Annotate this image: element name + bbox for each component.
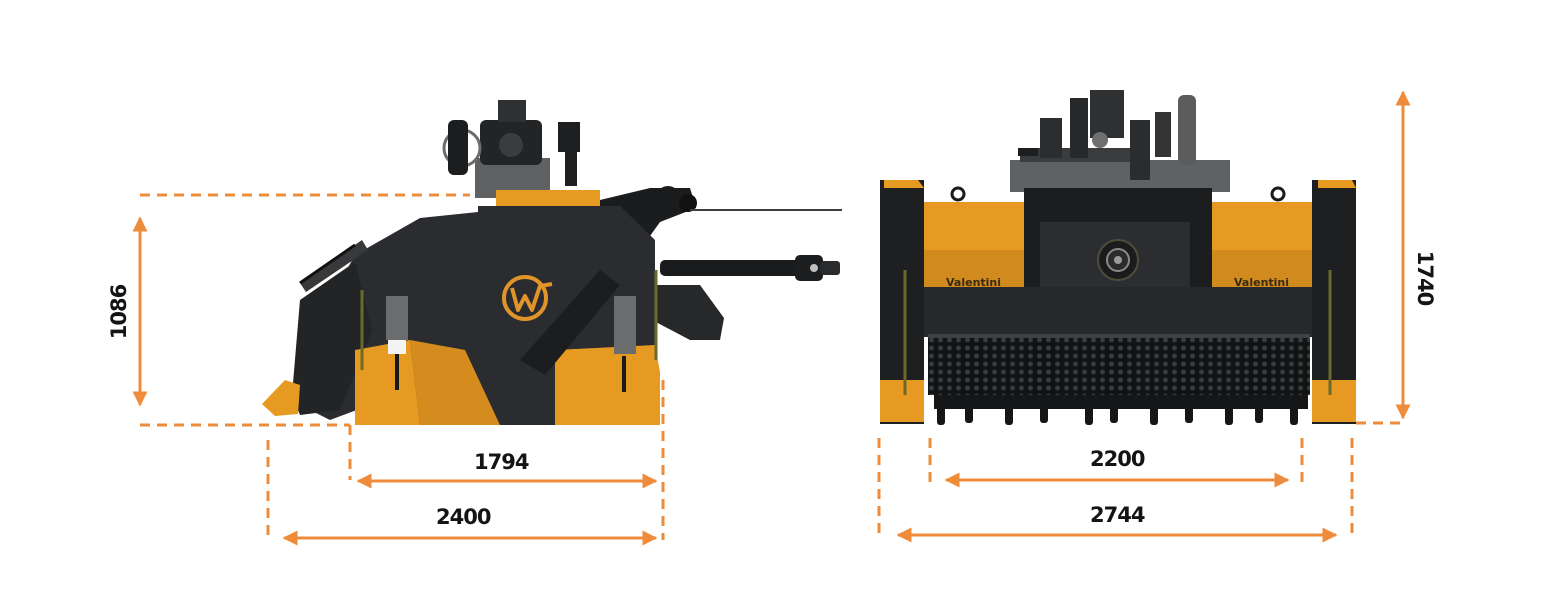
dim-label-front-total: 2744	[1090, 503, 1145, 527]
front-hydraulic-manifold	[1010, 90, 1230, 192]
brand-label-left: Valentini	[946, 276, 1001, 289]
skid-left	[355, 340, 420, 425]
dim-label-side-body: 1794	[474, 450, 529, 474]
front-skid	[262, 380, 300, 416]
skid-right	[555, 345, 660, 425]
fv-circle-logo-icon	[502, 275, 553, 321]
dim-label-side-height: 1086	[107, 284, 132, 340]
top-cap	[496, 190, 600, 206]
dim-label-front-work: 2200	[1090, 447, 1145, 471]
rotor-mesh-guard	[928, 337, 1310, 395]
pto-shaft	[660, 255, 840, 281]
dim-label-front-height: 1740	[1413, 250, 1438, 306]
side-view-machine	[262, 100, 842, 425]
front-view-machine: Valentini Valentini	[880, 90, 1356, 425]
dimension-lines	[132, 90, 1411, 546]
brand-label-right: Valentini	[1234, 276, 1289, 289]
dim-label-side-total: 2400	[436, 505, 491, 529]
right-skid	[1312, 380, 1356, 422]
left-skid	[880, 380, 924, 422]
hydraulic-valve-block	[442, 100, 580, 198]
rotor-teeth	[934, 395, 1308, 425]
pto-input-icon	[1097, 239, 1139, 281]
